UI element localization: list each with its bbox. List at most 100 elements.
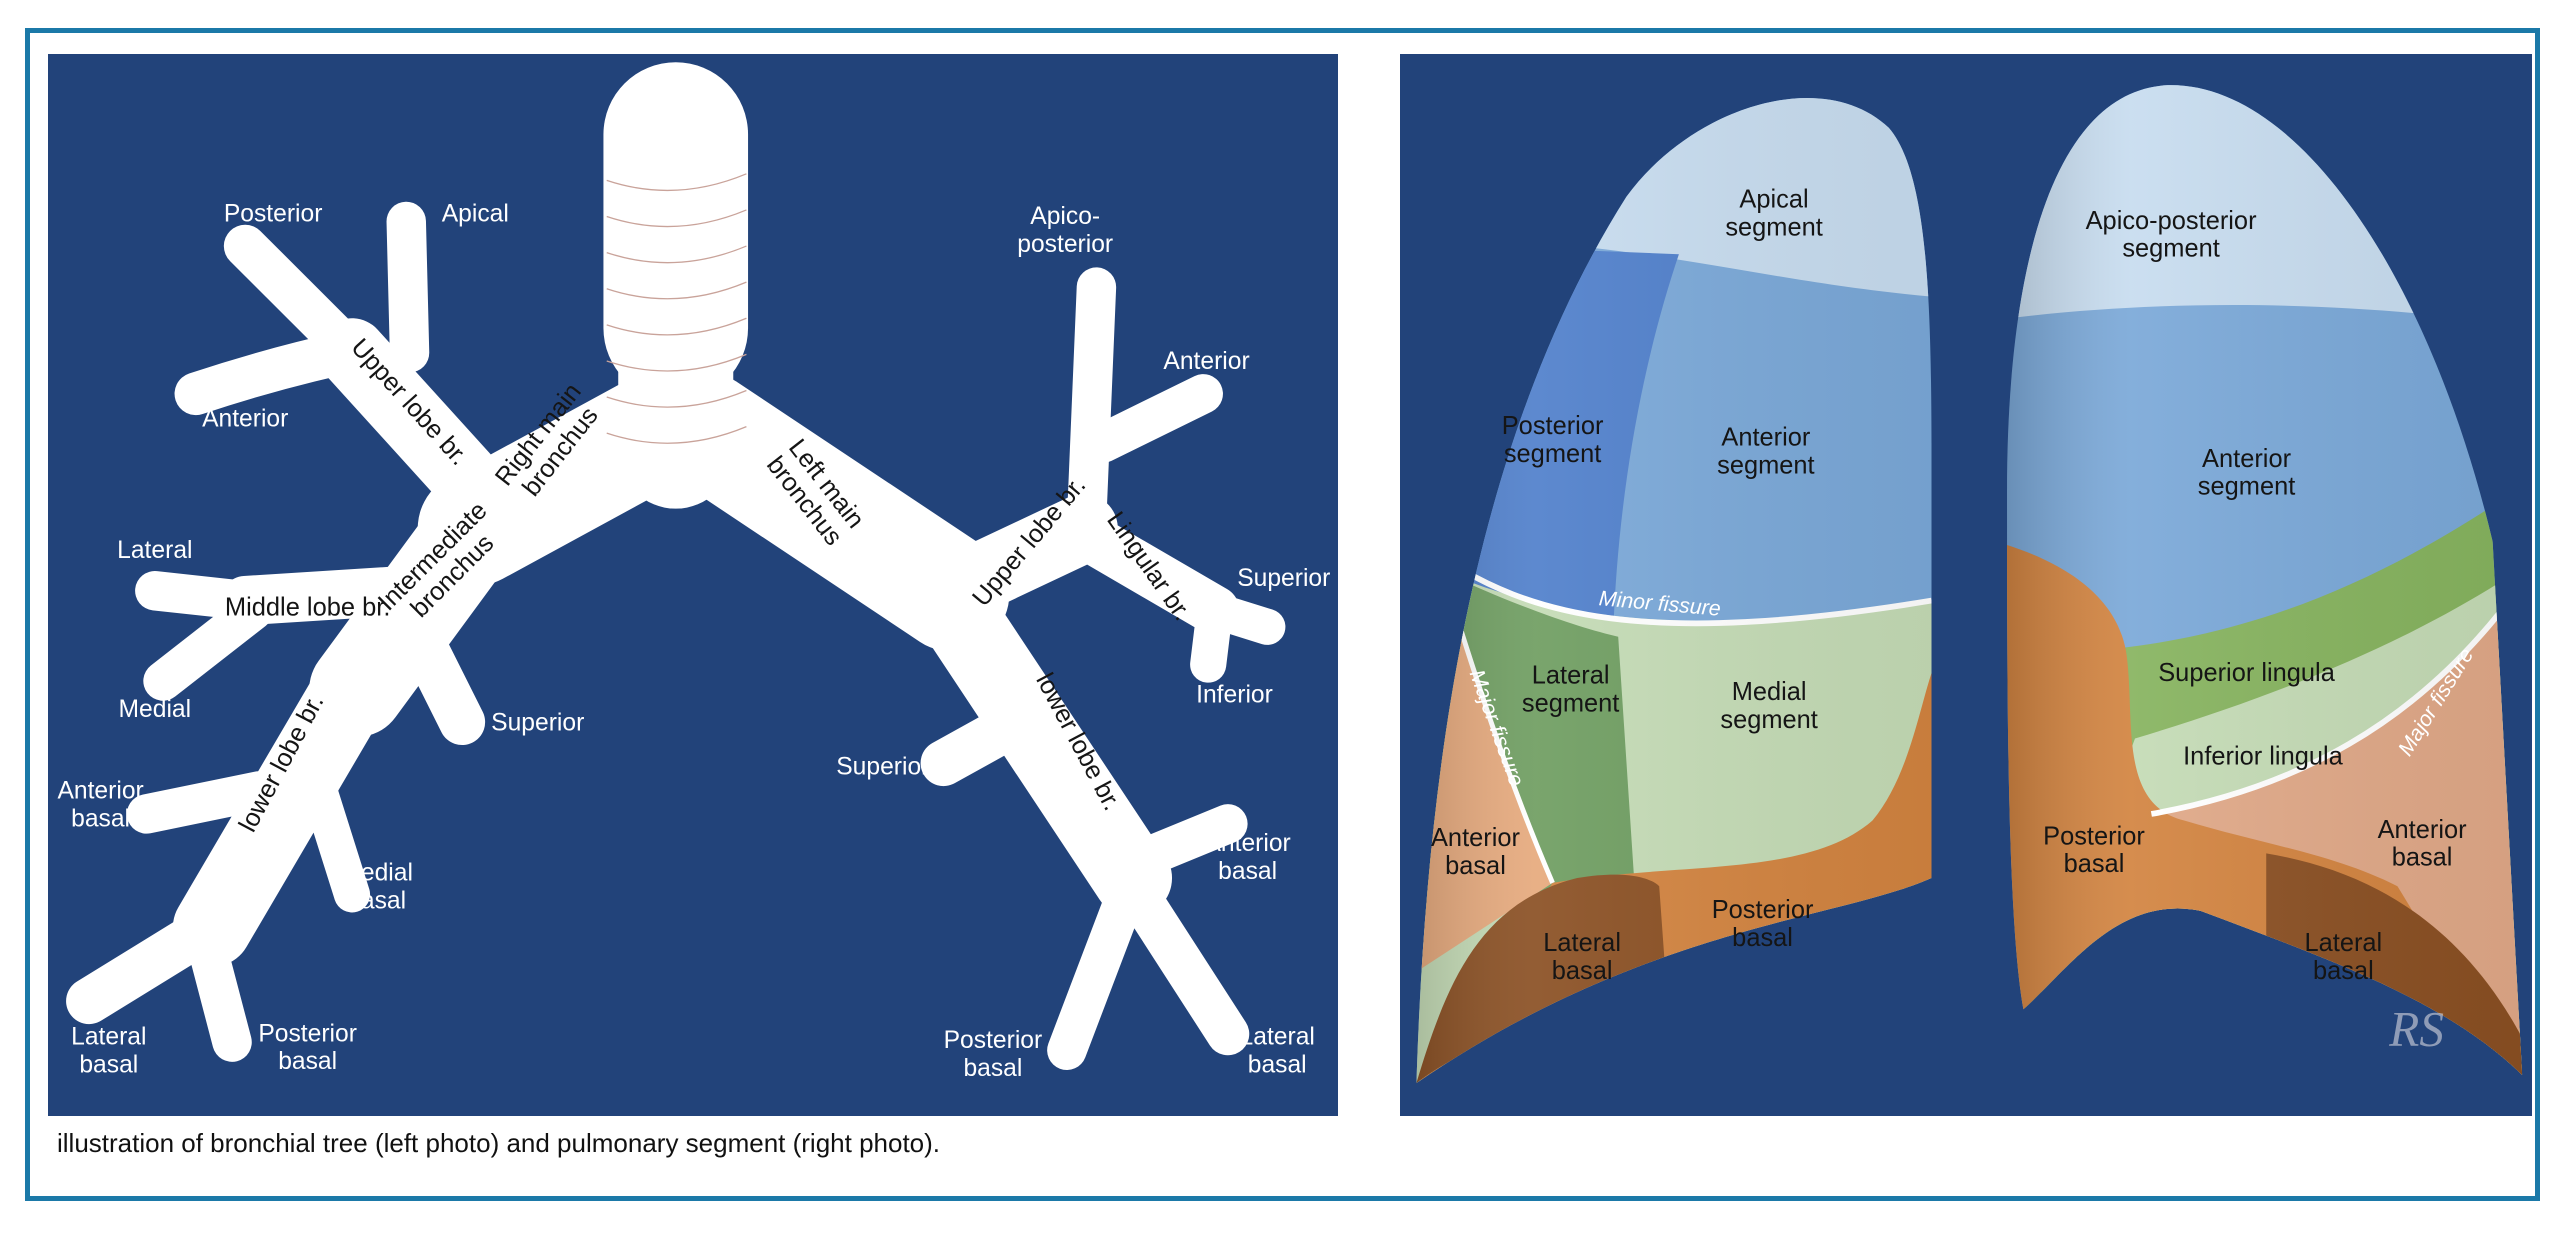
label-line: Anterior	[2378, 816, 2468, 844]
bronchus-branch	[1116, 804, 1248, 882]
label-line: posterior	[1017, 231, 1113, 258]
label-line: Apical	[442, 200, 509, 227]
label-line: basal	[1248, 1052, 1307, 1079]
bronchus-branch	[920, 699, 1041, 787]
label: Superior	[836, 754, 929, 781]
label-line: Medial	[1732, 678, 1807, 706]
label: Inferior	[1196, 681, 1273, 708]
bronchus-branch	[386, 201, 430, 373]
label-line: Anterior	[202, 406, 288, 433]
label-line: segment	[1720, 706, 1817, 734]
label-line: Inferior	[1196, 681, 1273, 708]
bronchus-branch	[1083, 374, 1223, 463]
label: Superior lingula	[2158, 659, 2335, 687]
figure-frame	[25, 28, 2540, 1201]
label-line: basal	[963, 1055, 1022, 1082]
bronchus-branch	[317, 318, 514, 527]
label-line: Posterior	[944, 1027, 1043, 1054]
label-line: Anterior	[57, 777, 143, 804]
label: Medial	[119, 696, 192, 723]
bronchus-branch	[143, 590, 274, 701]
label-line: segment	[1717, 451, 1814, 479]
label-line: basal	[2064, 850, 2125, 878]
label-line: segment	[2198, 473, 2295, 501]
bronchus-branch	[184, 915, 252, 1062]
label-line: Lateral	[1543, 929, 1621, 957]
cartilage-ring	[606, 317, 747, 336]
label: Anterior	[202, 406, 288, 433]
label-line: segment	[1725, 213, 1822, 241]
bronchus-branch	[915, 571, 1173, 918]
cartilage-rings	[606, 173, 747, 444]
label-line: basal	[278, 1048, 337, 1075]
left-lung	[2007, 85, 2523, 1075]
watermark-logo: RS	[2388, 1001, 2444, 1056]
cartilage-ring	[606, 425, 747, 444]
figure-caption: illustration of bronchial tree (left pho…	[57, 1128, 941, 1158]
label-line: Lateral	[2304, 929, 2382, 957]
bronchus-branch	[1111, 864, 1250, 1056]
label: Posterior	[224, 200, 323, 227]
bronchus-branch	[174, 331, 366, 416]
label-line: basal	[79, 1052, 138, 1079]
label-line: Medial	[119, 696, 192, 723]
bronchus-branch	[1071, 516, 1240, 636]
label-line: Middle lobe br.	[225, 593, 391, 621]
label-line: Apico-	[1030, 203, 1100, 230]
label-line: Medial	[340, 859, 413, 886]
bronchus-branch	[399, 620, 486, 746]
label-line: basal	[1552, 957, 1613, 985]
label: Anterior	[1163, 348, 1249, 375]
label-line: Lateral	[71, 1024, 146, 1051]
label-line: Anterior	[1721, 423, 1811, 451]
label-line: Superior lingula	[2158, 659, 2335, 687]
label: Superior	[1237, 565, 1330, 592]
bronchus-branch	[220, 566, 426, 626]
label: Superior	[491, 709, 584, 736]
label-line: Lateral	[1532, 661, 1610, 689]
cartilage-ring	[606, 353, 747, 372]
label-line: basal	[1445, 852, 1506, 880]
bronchus-branch	[296, 756, 371, 913]
label-line: basal	[71, 805, 130, 832]
label-line: basal	[1218, 858, 1277, 885]
right-lung	[1416, 97, 1932, 1084]
label-line: Posterior	[258, 1020, 357, 1047]
label-line: Anterior	[1431, 824, 1521, 852]
bronchus-branch	[933, 493, 1118, 618]
label-line: basal	[347, 887, 406, 914]
cartilage-ring	[606, 389, 747, 408]
bronchus-branch	[1190, 592, 1233, 683]
label-line: Anterior	[1163, 348, 1249, 375]
cartilage-ring	[606, 245, 747, 264]
bronchus-branch	[647, 372, 1010, 652]
label-line: basal	[1732, 924, 1793, 952]
label-line: segment	[1504, 440, 1601, 468]
label-line: Superior	[836, 754, 929, 781]
label-line: segment	[2122, 235, 2219, 263]
bronchus-branch	[126, 771, 279, 834]
label-line: basal	[2313, 957, 2374, 985]
cartilage-ring	[606, 173, 747, 192]
label-line: segment	[1522, 689, 1619, 717]
